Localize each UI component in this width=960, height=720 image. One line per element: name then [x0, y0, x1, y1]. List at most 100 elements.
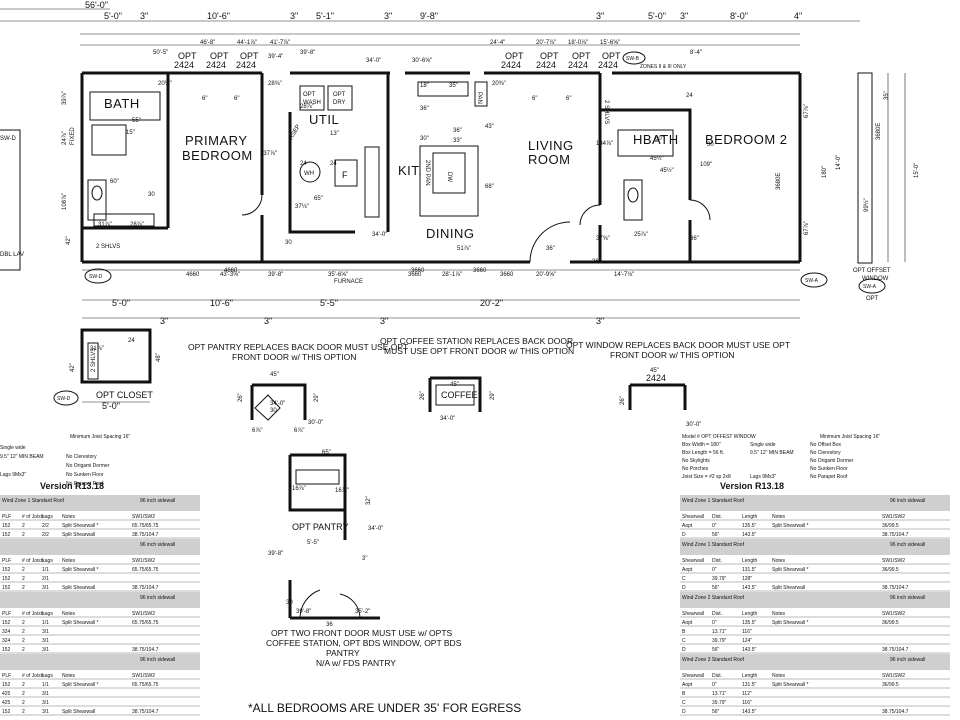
spec-left-cell: 2	[22, 691, 25, 697]
two-front-door-detail: 30 39'-8" 35'-2" 36 OPT TWO FRONT DOOR M…	[266, 580, 462, 668]
opt-window-2: OPT	[240, 51, 259, 61]
sw-d-label: SW-D	[89, 274, 103, 280]
top-dim-6: 9'-8"	[420, 11, 438, 21]
interior-dim-19: 24	[300, 161, 307, 167]
spec-left-hdr-1: # of Joists	[22, 558, 45, 564]
spec-right-cell: B	[682, 629, 686, 635]
spec-left-cell: 152	[2, 523, 11, 529]
spec-right-cell: 36/99.5	[882, 523, 899, 529]
spec-left-cell: 2	[22, 709, 25, 715]
opt-window-4: OPT	[540, 51, 559, 61]
spec-left-cell: 2	[22, 567, 25, 573]
spec-left-model-4: No Origami Dormer	[66, 463, 110, 469]
spec-right-cell: 38.75/104.7	[882, 709, 909, 715]
spec-left-hdr-1: # of Joists	[22, 514, 45, 520]
spec-right-cell: 36/99.5	[882, 682, 899, 688]
top-dim-8: 5'-0"	[648, 11, 666, 21]
window-note-l1: OPT WINDOW REPLACES BACK DOOR MUST USE O…	[566, 340, 790, 350]
spec-left-cell: 152	[2, 682, 11, 688]
opt-dry-l2: DRY	[333, 100, 346, 106]
door-swing-icon	[529, 221, 571, 263]
spec-right-zone-2: Wind Zone 2 Standard Roof	[682, 595, 745, 601]
spec-right-cell: 56"	[712, 585, 720, 591]
spec-left-hdr-3: Notes	[62, 558, 76, 564]
spec-left-hdr-1: # of Joists	[22, 673, 45, 679]
top-dim2-0: 50'-5"	[153, 50, 168, 56]
coffee-dim-45: 45"	[450, 382, 459, 388]
pantry2-dim-39: 39'-8"	[268, 551, 283, 557]
coffee-note-l1: OPT COFFEE STATION REPLACES BACK DOOR	[380, 336, 573, 346]
sw-d-label-closet: SW-D	[57, 396, 71, 402]
spec-right-cell: C	[682, 576, 686, 582]
bottom-dim2-5: 3"	[380, 316, 388, 326]
opt-closet-outline	[80, 328, 152, 384]
spec-right-hdr-4: SW1/SW2	[882, 558, 905, 564]
spec-right-hdr-2: Length	[742, 673, 758, 679]
spec-right-cell: 56"	[712, 647, 720, 653]
interior-dim-35: 109"	[700, 162, 712, 168]
coffee-counter	[435, 384, 475, 406]
spec-left-hdr-2: Lags	[42, 558, 53, 564]
spec-right-cell: Split Shearwall	[772, 585, 805, 591]
coffee-walls	[428, 376, 482, 412]
interior-dim-40: 134⅞"	[596, 141, 613, 147]
opt-closet-dim-5: 5'-0"	[102, 401, 120, 411]
spec-left-right-0: 96 inch sidewall	[140, 498, 175, 504]
bedroom-2shlvs: 2 SHLVS	[96, 244, 120, 250]
opt-window-detail: 45" 2424 30'-0" 26"	[620, 368, 701, 428]
interior-dim-8: 6"	[532, 96, 537, 102]
dbl-lav-label: DBL LAV	[0, 252, 24, 258]
bottom-dim2-2: 10'-6"	[210, 298, 233, 308]
opt-window-1: OPT	[210, 51, 229, 61]
spec-right-cell: 143.5"	[742, 532, 757, 538]
spec-left-zone-band	[0, 495, 200, 511]
spec-left-hdr-4: SW1/SW2	[132, 673, 155, 679]
bottom-dim-1: 43'-3⅝"	[220, 272, 240, 278]
spec-left-cell: Split Shearwall *	[62, 567, 98, 573]
spec-left-model-2: Minimum Joist Spacing 16"	[70, 434, 130, 440]
spec-right-cell: Aopt	[682, 523, 693, 529]
right-side-detail: OPT OFFSET WINDOW OPT 3680E 3680E 14'-0"…	[776, 91, 920, 302]
two-door-note-l2: COFFEE STATION, OPT BDS WINDOW, OPT BDS	[266, 638, 462, 648]
spec-right-cell: 38.75/104.7	[882, 647, 909, 653]
spec-left-cell: 2	[22, 585, 25, 591]
right-dim-67a: 67⅞"	[804, 104, 810, 118]
room-living-l1: LIVING	[528, 138, 574, 153]
left-dim-24: 24⅞"	[62, 131, 68, 145]
spec-right-model-11: No Sunken Floor	[810, 466, 848, 472]
spec-left-cell: 152	[2, 567, 11, 573]
dishwasher-box	[432, 152, 466, 194]
spec-right-model-5: Single wide	[750, 442, 776, 448]
spec-right-cell: 0"	[712, 523, 717, 529]
spec-left-hdr-4: SW1/SW2	[132, 514, 155, 520]
sw-a-label: SW-A	[805, 278, 819, 284]
pantry1-dim-26: 26"	[238, 393, 244, 402]
opt-window-size-3: 2424	[501, 60, 521, 70]
coffee-dim-26: 26"	[420, 391, 426, 400]
room-labels: BATH PRIMARY BEDROOM UTIL KIT. LIVING RO…	[104, 96, 787, 241]
coffee-dim-34: 34'-0"	[440, 416, 455, 422]
spec-right-cell: 128"	[742, 576, 752, 582]
opt-wash-l1: OPT	[303, 92, 316, 98]
opt-dry-l1: OPT	[333, 92, 346, 98]
spec-left-hdr-0: PLF	[2, 514, 11, 520]
pantry2-walls	[288, 453, 347, 540]
spec-left-cell: 2	[22, 682, 25, 688]
spec-left-cell: 38.75/104.7	[132, 585, 159, 591]
opt-window-size-6: 2424	[598, 60, 618, 70]
spec-right-hdr-0: Shearwall	[682, 514, 704, 520]
interior-dim-24: 36"	[453, 128, 462, 134]
spec-right-model-10: No Origami Dormer	[810, 458, 854, 464]
hbath-2shlvs: 2 SHLVS	[603, 100, 609, 124]
bath-tub	[89, 91, 161, 121]
pantry2-dim-65: 65"	[322, 450, 331, 456]
spec-right-right-0: 96 inch sidewall	[890, 498, 925, 504]
right-dim-14: 14'-0"	[836, 155, 842, 170]
kitchen-island	[419, 145, 479, 217]
top-opt-windows: OPT2424OPT2424OPT2424OPT2424OPT2424OPT24…	[174, 51, 621, 70]
spec-right-cell: 0"	[712, 682, 717, 688]
spec-right-cell: 143.5"	[742, 647, 757, 653]
wh-label: WH	[304, 171, 314, 177]
spec-right-cell: 36/99.5	[882, 620, 899, 626]
